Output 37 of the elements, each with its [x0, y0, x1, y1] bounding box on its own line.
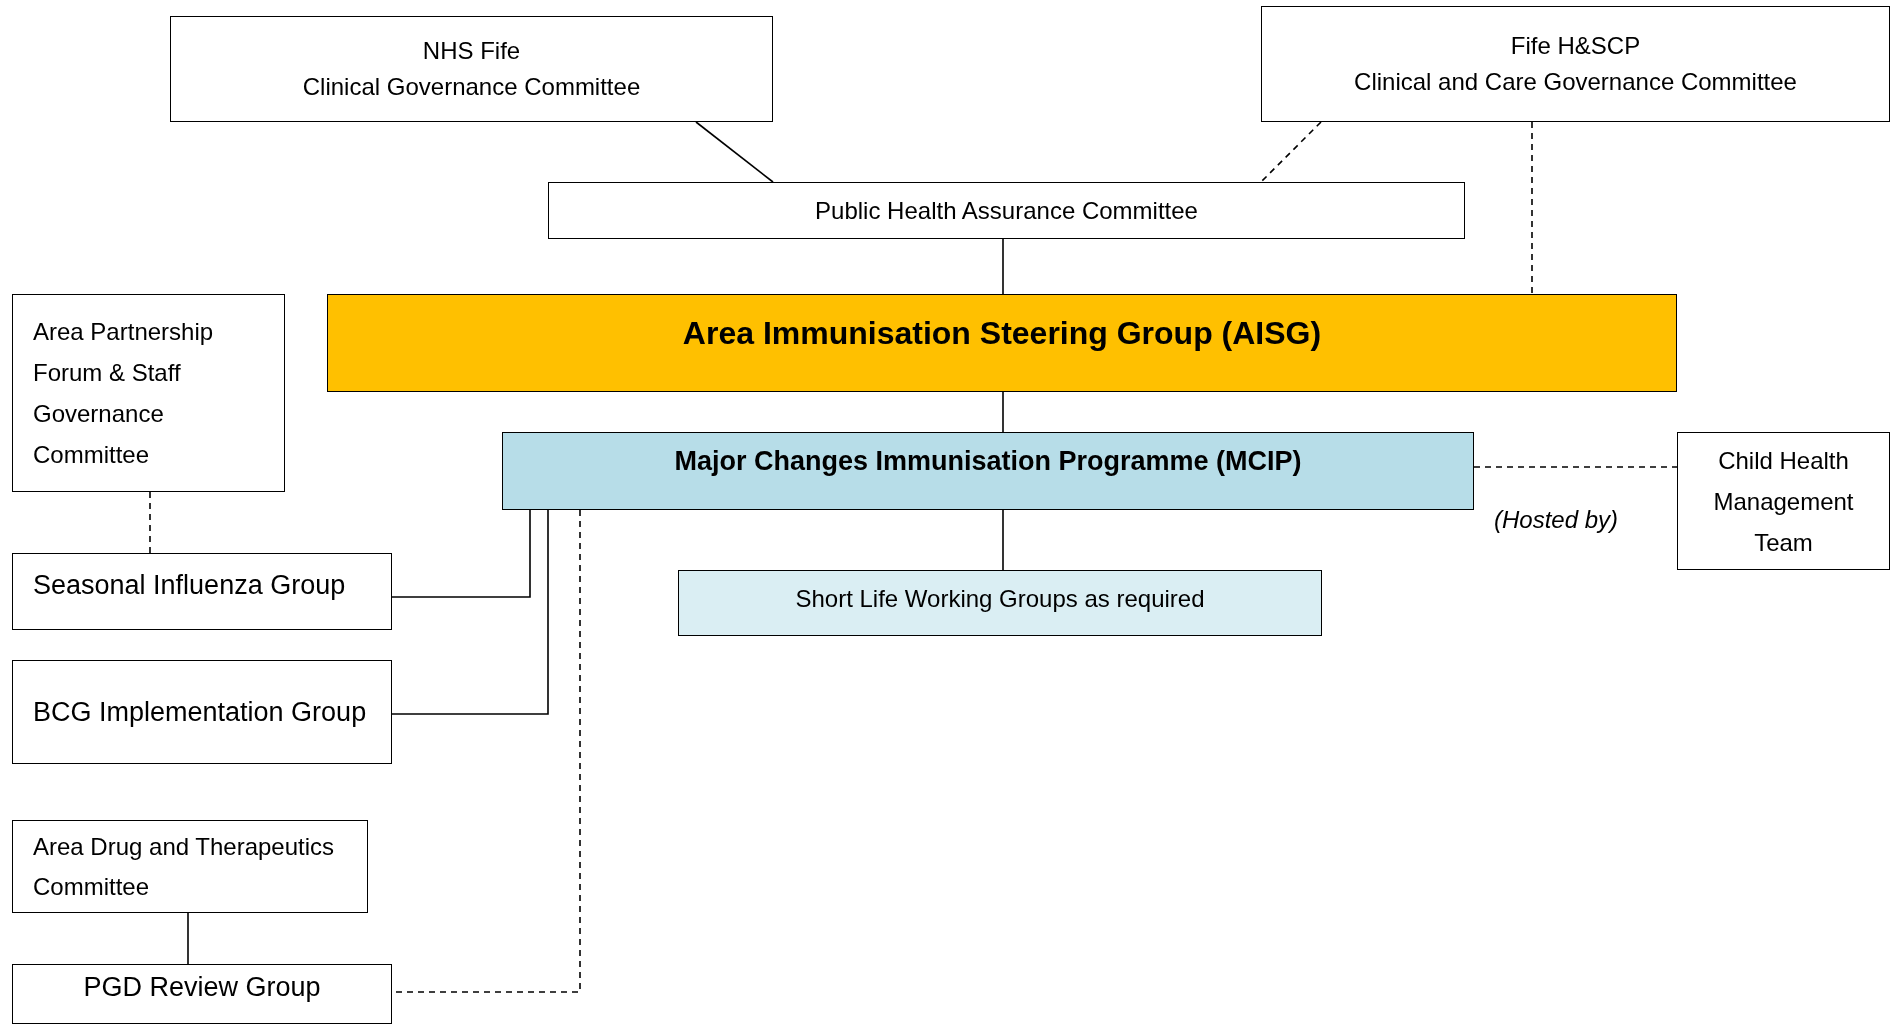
- committee-box: [1261, 6, 1890, 122]
- committee-box: [327, 294, 1677, 392]
- connector-line: [1260, 121, 1322, 183]
- committee-name: BCG Implementation Group: [33, 696, 368, 729]
- connector-line: [1002, 509, 1004, 571]
- committee-box: [548, 182, 1465, 239]
- committee-name: Fife H&SCP: [1509, 31, 1642, 61]
- committee-box: [502, 432, 1474, 510]
- committee-name: Short Life Working Groups as required: [794, 584, 1206, 614]
- connector-line: [149, 491, 151, 554]
- committee-box: [170, 16, 773, 122]
- connector-line: [1002, 391, 1004, 433]
- committee-box: [12, 294, 285, 492]
- connector-line: [1473, 466, 1678, 468]
- connector-line: [187, 912, 189, 965]
- committee-name: Public Health Assurance Committee: [814, 195, 1199, 226]
- committee-name: Clinical Governance Committee: [301, 72, 642, 102]
- committee-name: Seasonal Influenza Group: [33, 568, 347, 601]
- committee-name: Child Health Management Team: [1712, 445, 1855, 558]
- connector-line: [391, 509, 549, 715]
- committee-name: Area Partnership Forum & Staff Governance Committee: [33, 317, 215, 470]
- committee-box: [1677, 432, 1890, 570]
- committee-name: NHS Fife: [421, 36, 522, 66]
- committee-name: Clinical and Care Governance Committee: [1353, 67, 1798, 97]
- committee-name: PGD Review Group: [82, 971, 322, 1003]
- committee-box: [12, 964, 392, 1024]
- committee-box: [678, 570, 1322, 636]
- committee-box: [12, 553, 392, 630]
- committee-box: [12, 820, 368, 913]
- connector-line: [1531, 121, 1533, 295]
- connector-line: [391, 509, 531, 598]
- committee-name: Area Drug and Therapeutics Committee: [33, 831, 336, 902]
- committee-box: [12, 660, 392, 764]
- connector-line: [1002, 238, 1004, 295]
- committee-name: Major Changes Immunisation Programme (MCIP): [673, 445, 1303, 477]
- committee-name: Area Immunisation Steering Group (AISG): [681, 317, 1323, 349]
- connector-line: [695, 121, 774, 183]
